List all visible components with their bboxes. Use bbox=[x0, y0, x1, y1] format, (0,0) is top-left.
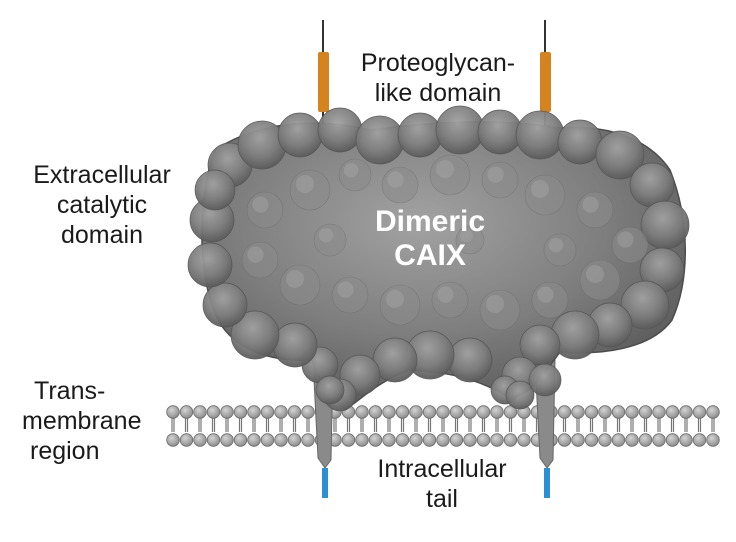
extracellular-label-line1: Extracellular bbox=[33, 161, 171, 189]
left-intracellular-tail bbox=[322, 468, 328, 498]
transmembrane-label-line1: Trans- bbox=[34, 377, 106, 405]
left-proteoglycan-domain bbox=[318, 52, 329, 112]
lipid-head bbox=[652, 405, 666, 419]
lipid-head bbox=[422, 433, 437, 447]
right-intracellular-tail bbox=[544, 468, 550, 498]
lipid-head bbox=[490, 405, 504, 419]
lipid-head bbox=[233, 405, 248, 419]
extracellular-label: Extracellular catalytic domain bbox=[12, 160, 192, 250]
lipid-head bbox=[692, 405, 707, 419]
dimeric-caix-label-line2: CAIX bbox=[394, 239, 466, 272]
dimeric-caix-label: Dimeric CAIX bbox=[330, 205, 530, 273]
lipid-head bbox=[382, 433, 396, 447]
lipid-head bbox=[193, 405, 207, 419]
right-proteoglycan-domain bbox=[540, 52, 551, 112]
transmembrane-label-line3: region bbox=[30, 437, 100, 465]
lipid-head bbox=[395, 405, 410, 419]
intracellular-label: Intracellular tail bbox=[352, 454, 532, 514]
lipid-head bbox=[625, 405, 639, 419]
lipid-head bbox=[449, 433, 464, 447]
lipid-head bbox=[679, 405, 693, 419]
lipid-head bbox=[409, 433, 423, 447]
intracellular-label-line1: Intracellular bbox=[377, 455, 507, 483]
lipid-head bbox=[476, 433, 491, 447]
lipid-head bbox=[233, 433, 248, 447]
lipid-head bbox=[584, 405, 599, 419]
lipid-head bbox=[368, 433, 383, 447]
lipid-head bbox=[301, 405, 315, 419]
lipid-head bbox=[638, 433, 653, 447]
intracellular-label-line2: tail bbox=[426, 485, 458, 513]
lipid-head bbox=[665, 433, 680, 447]
lipid-head bbox=[571, 433, 585, 447]
lipid-head bbox=[652, 433, 666, 447]
lipid-head bbox=[517, 433, 531, 447]
extracellular-label-line2: catalytic bbox=[56, 191, 148, 219]
lipid-head bbox=[584, 433, 599, 447]
lipid-head bbox=[557, 433, 572, 447]
lipid-head bbox=[490, 433, 504, 447]
extracellular-label-line3: domain bbox=[61, 221, 143, 249]
lipid-head bbox=[625, 433, 639, 447]
dimeric-caix-protein-surface bbox=[187, 105, 690, 412]
lipid-head bbox=[341, 433, 356, 447]
transmembrane-label-line2: membrane bbox=[22, 407, 142, 435]
lipid-head bbox=[503, 433, 518, 447]
lipid-head bbox=[665, 405, 680, 419]
lipid-head bbox=[260, 405, 275, 419]
lipid-head bbox=[274, 405, 288, 419]
lipid-head bbox=[355, 433, 369, 447]
lipid-head bbox=[463, 433, 477, 447]
lipid-bilayer bbox=[166, 405, 720, 447]
proteoglycan-label: Proteoglycan- like domain bbox=[343, 48, 533, 108]
lipid-head bbox=[220, 433, 234, 447]
proteoglycan-label-line2: like domain bbox=[374, 79, 502, 107]
lipid-head bbox=[382, 405, 396, 419]
lipid-head bbox=[301, 433, 315, 447]
lipid-head bbox=[179, 405, 194, 419]
lipid-head bbox=[463, 405, 477, 419]
lipid-head bbox=[247, 433, 261, 447]
lipid-head bbox=[206, 433, 221, 447]
lipid-head bbox=[571, 405, 585, 419]
lipid-head bbox=[598, 405, 612, 419]
lipid-head bbox=[166, 405, 180, 419]
lipid-head bbox=[247, 405, 261, 419]
lipid-head bbox=[287, 433, 302, 447]
lipid-head bbox=[422, 405, 437, 419]
lipid-head bbox=[220, 405, 234, 419]
transmembrane-label: Trans- membrane region bbox=[22, 376, 182, 466]
lipid-head bbox=[611, 433, 626, 447]
lipid-head bbox=[679, 433, 693, 447]
lipid-head bbox=[274, 433, 288, 447]
lipid-head bbox=[206, 405, 221, 419]
lipid-head bbox=[193, 433, 207, 447]
lipid-head bbox=[706, 433, 720, 447]
lipid-head bbox=[611, 405, 626, 419]
proteoglycan-label-line1: Proteoglycan- bbox=[360, 49, 516, 77]
lipid-head bbox=[638, 405, 653, 419]
lipid-head bbox=[287, 405, 302, 419]
lipid-head bbox=[706, 405, 720, 419]
lipid-head bbox=[260, 433, 275, 447]
lipid-head bbox=[692, 433, 707, 447]
lipid-head bbox=[436, 405, 450, 419]
lipid-head bbox=[368, 405, 383, 419]
dimeric-caix-label-line1: Dimeric bbox=[374, 205, 486, 238]
lipid-head bbox=[449, 405, 464, 419]
lipid-head bbox=[395, 433, 410, 447]
lipid-head bbox=[436, 433, 450, 447]
lipid-head bbox=[598, 433, 612, 447]
lipid-head bbox=[409, 405, 423, 419]
lipid-head bbox=[476, 405, 491, 419]
lipid-head bbox=[179, 433, 194, 447]
lipid-head bbox=[166, 433, 180, 447]
lipid-head bbox=[355, 405, 369, 419]
lipid-head bbox=[557, 405, 572, 419]
